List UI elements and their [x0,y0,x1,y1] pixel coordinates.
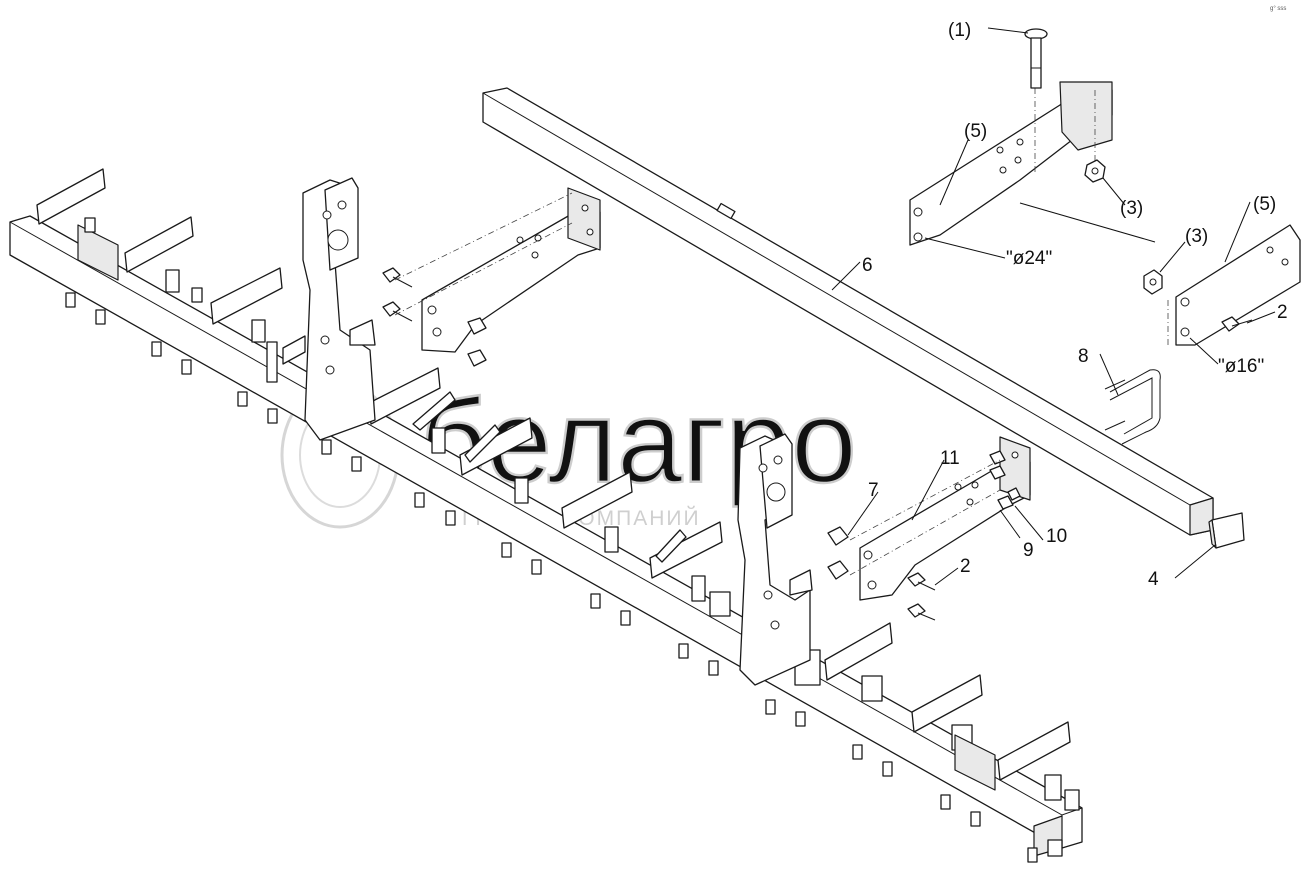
callout-2-main: 2 [960,556,971,577]
corner-mark: g° sss [1270,6,1286,12]
dimension-d24: "ø24" [1006,248,1052,269]
tine-clamps [36,168,1071,801]
left-bolts [382,192,573,367]
callout-11: 11 [940,448,960,469]
bolt-1 [1024,28,1048,89]
callout-6: 6 [862,255,873,276]
callout-3-top: (3) [1120,198,1143,219]
callout-5-top: (5) [964,121,987,142]
right-hitch-plate [737,433,813,686]
detail-bracket-top [909,75,1113,246]
leader-lines [831,27,1276,586]
callout-8: 8 [1078,346,1089,367]
nut-3-top [1084,159,1106,183]
dimension-d16: "ø16" [1218,356,1264,377]
callout-1: (1) [948,20,971,41]
detail-plate-side [1167,224,1301,346]
left-hitch-plate [302,177,376,441]
end-cap [1208,512,1245,549]
callout-4: 4 [1148,569,1159,590]
callout-9: 9 [1023,540,1034,561]
left-bracket-arm [421,187,601,353]
nut-3-lower [1143,269,1163,295]
callout-2-detail: 2 [1277,302,1288,323]
callout-3-lower: (3) [1185,226,1208,247]
callout-7: 7 [868,480,879,501]
u-bolt [1104,369,1161,445]
right-bolts [827,450,1021,621]
bolt-2-detail [1221,316,1253,332]
callout-10: 10 [1046,526,1067,547]
detail-link-line [1019,202,1156,243]
callout-5-lower: (5) [1253,194,1276,215]
teeth-row [65,292,1038,863]
